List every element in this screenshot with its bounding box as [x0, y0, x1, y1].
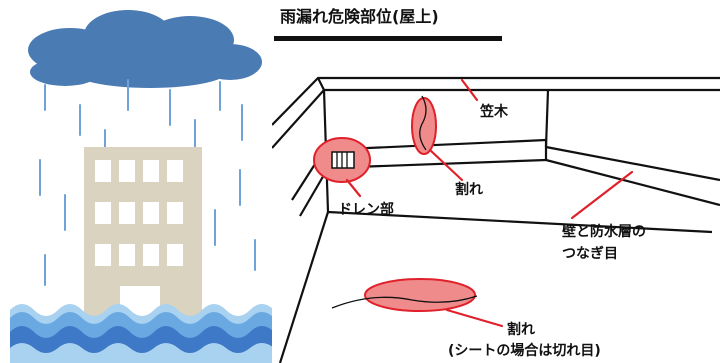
- roof-outline: [272, 76, 720, 363]
- diagram-title: 雨漏れ危険部位(屋上): [280, 7, 439, 26]
- drain-highlight: [313, 137, 371, 183]
- label-crack-lower-line1: 割れ: [507, 321, 535, 338]
- rooftop-diagram-svg: 雨漏れ危険部位(屋上): [272, 7, 720, 363]
- drain-grate-icon: [331, 151, 355, 169]
- cloud-icon: [28, 10, 262, 88]
- crack-upper-highlight: [411, 95, 437, 155]
- flood-illustration: [10, 10, 272, 363]
- leader-lines: [345, 78, 634, 328]
- label-coping: 笠木: [479, 103, 509, 120]
- crack-lower-highlight: [331, 278, 478, 312]
- flood-illustration-svg: [10, 10, 272, 363]
- flood-water-icon: [10, 304, 272, 363]
- label-wall-joint-line2: つなぎ目: [562, 245, 618, 262]
- label-crack-upper: 割れ: [455, 181, 483, 198]
- title-underline: [274, 36, 502, 41]
- label-wall-joint-line1: 壁と防水層の: [562, 223, 646, 240]
- building-icon: [84, 147, 202, 317]
- label-drain: ドレン部: [338, 201, 394, 218]
- label-crack-lower-line2: (シートの場合は切れ目): [448, 342, 601, 359]
- rooftop-diagram: 雨漏れ危険部位(屋上): [272, 0, 720, 363]
